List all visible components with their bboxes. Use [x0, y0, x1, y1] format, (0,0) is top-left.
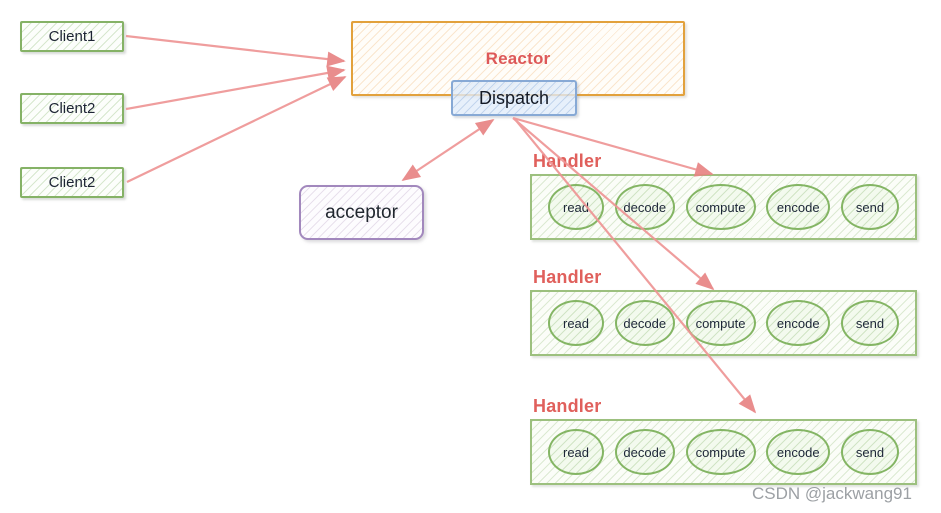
arrow-client1-to-reactor	[125, 34, 346, 67]
step-compute: compute	[685, 429, 756, 475]
step-decode: decode	[614, 184, 675, 230]
handler-section-2: Handler read decode compute encode send	[530, 267, 917, 356]
step-read: read	[548, 300, 604, 346]
acceptor-label: acceptor	[325, 201, 398, 223]
handler-title: Handler	[533, 267, 602, 287]
handler-title: Handler	[533, 396, 602, 416]
client-box-2: Client2	[20, 93, 124, 124]
step-read: read	[548, 429, 604, 475]
dispatch-box: Dispatch	[451, 80, 577, 116]
reactor-title: Reactor	[485, 48, 551, 68]
client-box-1: Client1	[20, 21, 124, 52]
dispatch-label: Dispatch	[478, 87, 550, 108]
step-compute: compute	[685, 300, 756, 346]
arrow-dispatch-acceptor	[401, 119, 495, 181]
client-label: Client2	[48, 174, 96, 191]
handler-section-3: Handler read decode compute encode send	[530, 396, 917, 485]
handler-section-1: Handler read decode compute encode send	[530, 151, 917, 240]
handler-pipeline: read decode compute encode send	[530, 174, 917, 240]
step-decode: decode	[614, 429, 675, 475]
step-read: read	[548, 184, 604, 230]
step-encode: encode	[766, 184, 831, 230]
arrow-client2-to-reactor	[125, 65, 346, 111]
client-box-3: Client2	[20, 167, 124, 198]
step-compute: compute	[685, 184, 756, 230]
handler-pipeline: read decode compute encode send	[530, 419, 917, 485]
step-send: send	[841, 300, 899, 346]
acceptor-box: acceptor	[299, 185, 424, 240]
handler-pipeline: read decode compute encode send	[530, 290, 917, 356]
step-encode: encode	[766, 429, 831, 475]
step-encode: encode	[766, 300, 831, 346]
client-label: Client2	[48, 100, 96, 117]
step-decode: decode	[614, 300, 675, 346]
reactor-box: Reactor	[351, 21, 685, 96]
watermark: CSDN @jackwang91	[752, 484, 912, 503]
client-label: Client1	[48, 28, 96, 45]
handler-title: Handler	[533, 151, 602, 171]
step-send: send	[841, 429, 899, 475]
step-send: send	[841, 184, 899, 230]
arrow-client3-to-reactor	[126, 76, 347, 183]
